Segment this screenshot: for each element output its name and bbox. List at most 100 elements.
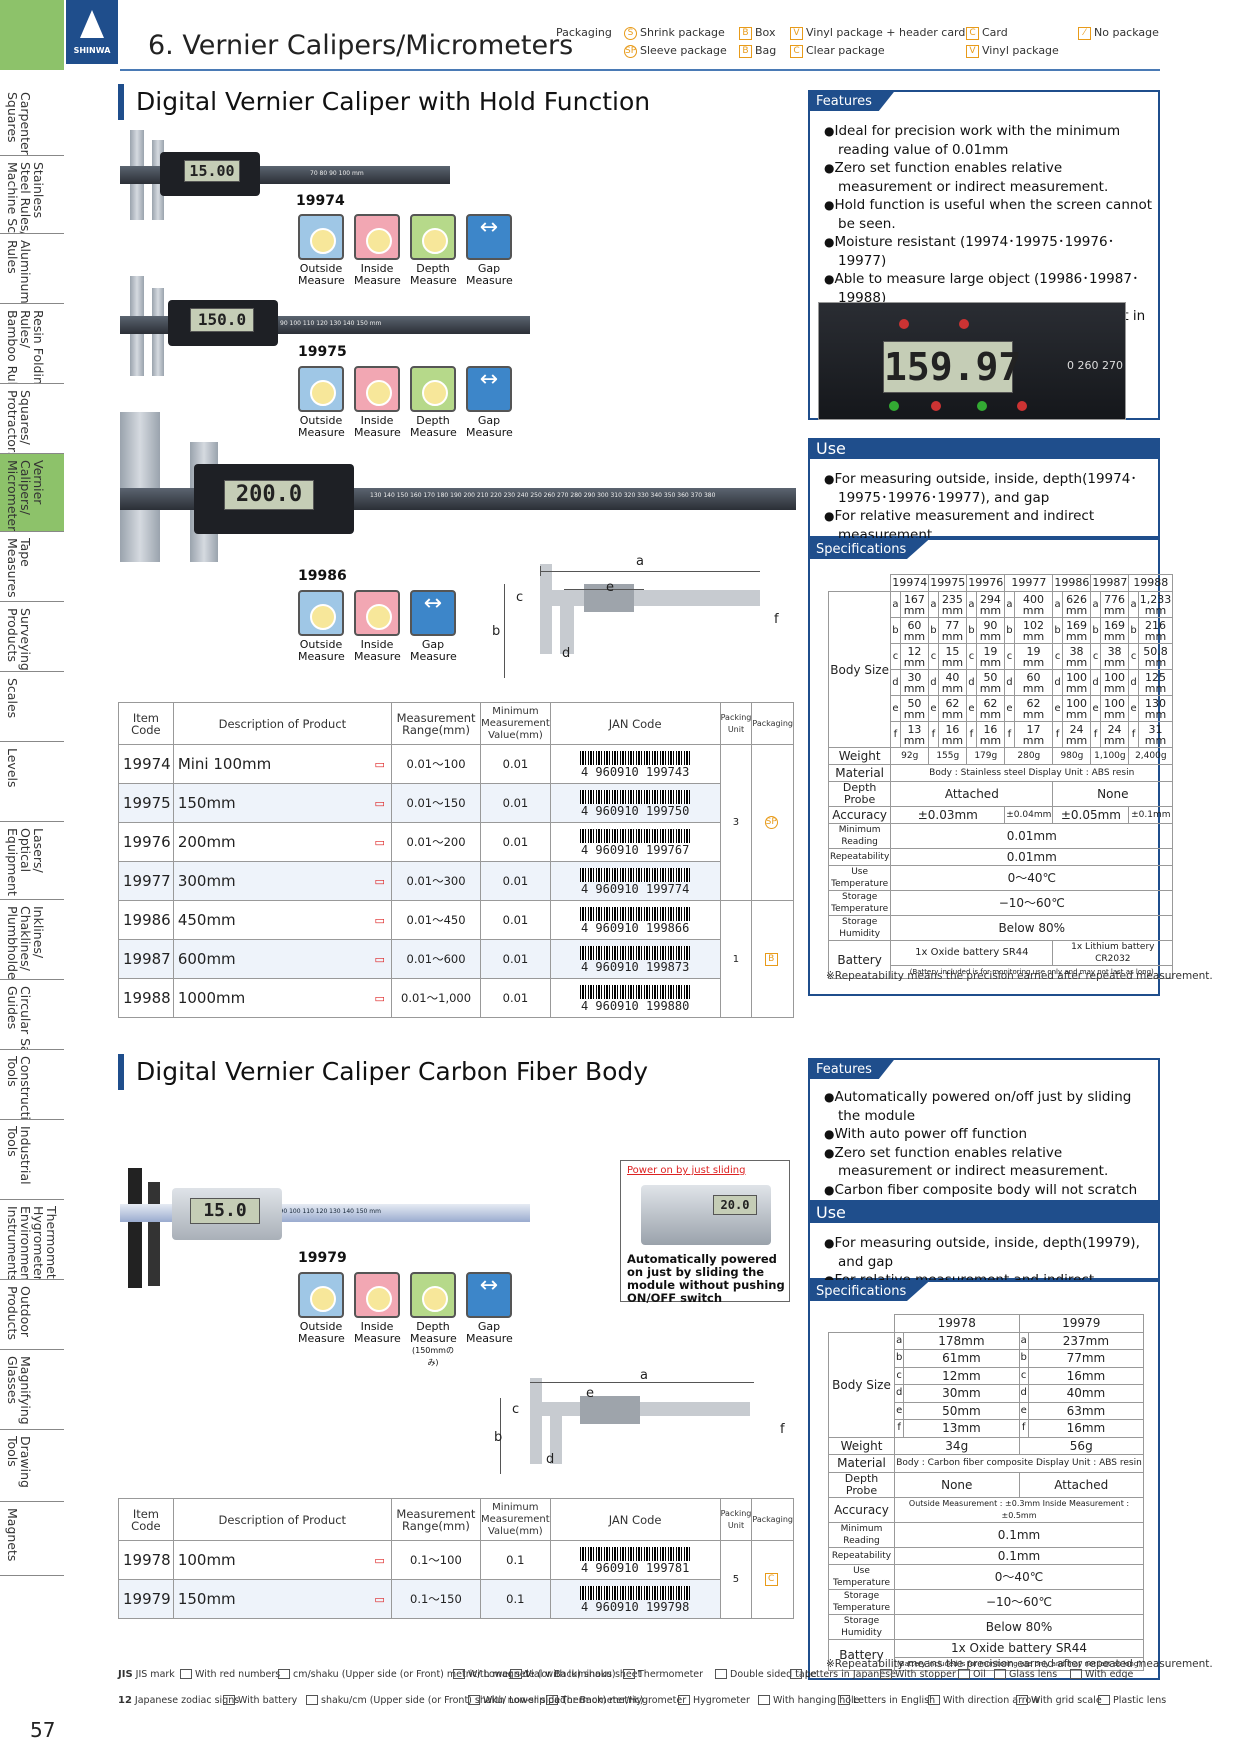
category-tab[interactable]: Magnets <box>0 1502 64 1576</box>
battery-icon: ▭ <box>374 1554 385 1567</box>
legend-symbol-icon: 12 <box>118 1695 132 1706</box>
use-label-2: Use <box>808 1202 1160 1223</box>
category-tab[interactable]: Surveying Products <box>0 602 64 672</box>
category-tab[interactable]: Drawing Tools <box>0 1430 64 1502</box>
category-tab[interactable]: Construction Tools <box>0 1050 64 1120</box>
body-size-value: 50 mm <box>975 669 1006 696</box>
weight-value: 280g <box>1004 747 1054 765</box>
category-tab[interactable]: Levels <box>0 742 64 822</box>
body-size-value: 77mm <box>1027 1349 1145 1368</box>
legend-item: With battery <box>223 1694 297 1706</box>
category-tab[interactable]: Industrial Tools <box>0 1120 64 1200</box>
legend-symbol-icon <box>928 1695 940 1705</box>
body-size-value: 100 mm <box>1061 695 1092 722</box>
category-tab[interactable]: Resin Folding Rules/ Bamboo Rules <box>0 304 64 384</box>
legend-symbol-icon <box>510 1669 522 1679</box>
range: 0.01～200 <box>390 822 482 862</box>
weight-value: 1,100g <box>1090 747 1130 765</box>
power-on-inset: Power on by just sliding 20.0 Automatica… <box>620 1160 790 1305</box>
legend-item: Thermometer <box>623 1668 703 1680</box>
body-size-value: 1,233 mm <box>1137 591 1174 618</box>
legend-symbol-icon <box>958 1669 970 1679</box>
legend-symbol-icon <box>1016 1695 1028 1705</box>
body-size-value: 62 mm <box>937 695 968 722</box>
category-tab[interactable]: Stainless Steel Rules/ Machine Scale <box>0 156 64 234</box>
jan-code: 4 960910 199866 <box>549 900 721 940</box>
inside-measure-icon: Inside Measure <box>354 590 401 663</box>
model-header: 19976 <box>966 574 1006 592</box>
body-size-value: 16 mm <box>975 721 1006 748</box>
category-tab[interactable]: Lasers/ Optical Equipment <box>0 822 64 900</box>
legend-item: Vial with luminous sheet <box>510 1668 641 1680</box>
item-label-19975: 19975 <box>298 344 347 360</box>
category-tab[interactable]: Vernier Calipers/ Micrometers <box>0 454 64 532</box>
body-size-value: 77 mm <box>937 617 968 644</box>
model-header: 19975 <box>928 574 968 592</box>
product-description: 600mm▭ <box>172 939 392 979</box>
category-tab[interactable]: Thermometers/ Hygrometers/ Environment M… <box>0 1200 64 1280</box>
range: 0.1～150 <box>390 1579 482 1619</box>
barcode <box>580 945 691 960</box>
category-tab[interactable]: Inklines/ Chaklines/ Plumbholders <box>0 900 64 980</box>
gap-measure-icon: Gap Measure <box>466 366 513 439</box>
list-item: Able to measure large object (19986･1998… <box>824 270 1154 307</box>
list-item: For measuring outside, inside, depth(199… <box>824 470 1154 507</box>
range: 0.01～100 <box>390 744 482 784</box>
legend-symbol-icon <box>306 1695 318 1705</box>
outside-measure-icon: Outside Measure <box>298 1272 345 1369</box>
features-label: Features <box>810 92 894 111</box>
category-tab[interactable]: Circular Saw Guides <box>0 980 64 1050</box>
inside-measure-icon: Inside Measure <box>354 1272 401 1369</box>
category-tab[interactable]: Outdoor Products <box>0 1280 64 1350</box>
body-size-value: 100 mm <box>1061 669 1092 696</box>
model-header: 19986 <box>1052 574 1092 592</box>
page-number: 57 <box>30 1718 56 1742</box>
body-size-value: 30mm <box>903 1384 1020 1403</box>
body-size-value: 38 mm <box>1061 643 1092 670</box>
legend-item: cm/shaku (Upper side (or Front) metric/ … <box>278 1668 616 1680</box>
category-tab[interactable]: Tape Measures <box>0 532 64 602</box>
features-label-2: Features <box>810 1060 894 1079</box>
category-tab[interactable]: Aluminum Rules <box>0 234 64 304</box>
model-header: 19977 <box>1004 574 1054 592</box>
list-item: Ideal for precision work with the minimu… <box>824 122 1154 159</box>
range: 0.01～600 <box>390 939 482 979</box>
body-size-value: 60 mm <box>1013 669 1054 696</box>
icons-19975: Outside Measure Inside Measure Depth Mea… <box>298 366 513 439</box>
jan-code: 4 960910 199774 <box>549 861 721 901</box>
packing-unit: 5 <box>719 1540 753 1619</box>
caliper-19974-image: 70 80 90 100 mm 15.00 <box>120 130 460 220</box>
body-size-value: 62 mm <box>1013 695 1054 722</box>
header-divider <box>120 69 1160 71</box>
body-size-value: 60 mm <box>899 617 930 644</box>
legend-symbol-icon <box>838 1695 850 1705</box>
category-tab[interactable]: Squares/ Protractors <box>0 384 64 454</box>
min-value: 0.01 <box>480 900 551 940</box>
category-tab[interactable]: Magnifying Glasses <box>0 1350 64 1430</box>
body-size-value: 24 mm <box>1099 721 1130 748</box>
body-size-value: 50mm <box>903 1401 1020 1420</box>
table-row: 19987 600mm▭ 0.01～600 0.01 4 960910 1998… <box>118 939 794 979</box>
body-size-value: 130 mm <box>1137 695 1174 722</box>
caliper-19986-image: 130 140 150 160 170 180 190 200 210 220 … <box>120 412 796 562</box>
body-size-value: 294 mm <box>975 591 1006 618</box>
battery-icon: ▭ <box>374 953 385 966</box>
table-row: 19979 150mm▭ 0.1～150 0.1 4 960910 199798 <box>118 1579 794 1619</box>
table-row: 19976 200mm▭ 0.01～200 0.01 4 960910 1997… <box>118 822 794 862</box>
item-code: 19986 <box>118 900 174 940</box>
body-size-value: 12 mm <box>899 643 930 670</box>
body-size-value: 237mm <box>1027 1331 1145 1350</box>
legend-symbol-icon <box>468 1695 480 1705</box>
category-tab[interactable]: Scales <box>0 672 64 742</box>
battery-icon: ▭ <box>374 1593 385 1606</box>
range: 0.1～100 <box>390 1540 482 1580</box>
list-item: Hold function is useful when the screen … <box>824 196 1154 233</box>
category-tab[interactable]: Carpenter's Squares <box>0 86 64 156</box>
caliper-19975-image: 90 100 110 120 130 140 150 mm 150.0 <box>120 276 540 376</box>
product-table-1: Item Code Description of Product Measure… <box>118 702 794 1018</box>
gap-measure-icon: Gap Measure <box>466 214 513 287</box>
body-size-value: 63mm <box>1027 1401 1145 1420</box>
